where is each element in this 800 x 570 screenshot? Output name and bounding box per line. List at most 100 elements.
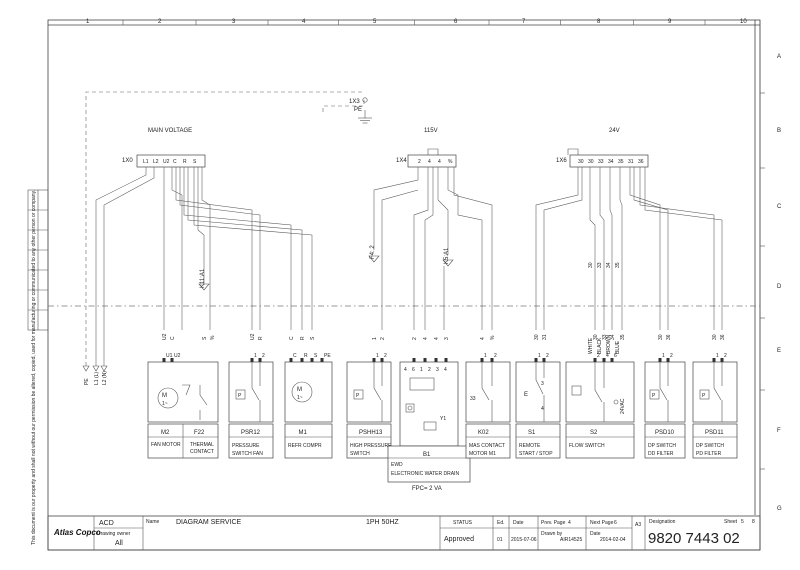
atlas-copco-logo — [53, 525, 89, 538]
wire-ref-k11a1: K11:A1 — [200, 268, 206, 288]
component-id-K02: K02 — [478, 430, 489, 436]
svg-text:E: E — [524, 392, 528, 398]
component-id-PSHH13: PSHH13 — [359, 430, 383, 436]
pin-label: 1 — [484, 353, 487, 359]
component-desc: MOTOR M1 — [469, 451, 496, 457]
component-id-PSD10: PSD10 — [655, 430, 675, 436]
component-desc: PRESSURE — [232, 443, 260, 449]
svg-text:Drawing owner: Drawing owner — [97, 531, 131, 537]
wire-label: U2 — [250, 333, 256, 340]
pin-label: PE — [324, 353, 331, 359]
wire-color: WHITE — [588, 337, 594, 354]
component-id-B1: B1 — [423, 452, 431, 458]
svg-text:Date: Date — [590, 531, 601, 537]
component-desc: CONTACT — [190, 449, 214, 455]
svg-text:STATUS: STATUS — [453, 520, 473, 526]
x6-pin: 30 — [578, 159, 584, 165]
row-label-B: B — [777, 128, 781, 134]
connector-x3: 1X3 — [349, 99, 360, 105]
svg-text:M: M — [162, 393, 167, 399]
wire-label: 31 — [542, 334, 548, 340]
svg-text:Ed.: Ed. — [497, 520, 505, 526]
svg-text:Drawn by: Drawn by — [541, 531, 563, 537]
row-label-G: G — [777, 506, 782, 512]
component-id-S2: S2 — [590, 430, 598, 436]
supply-1: L1 (L) — [94, 372, 100, 385]
wire-label: R — [258, 336, 264, 340]
wire-label: 2 — [380, 337, 386, 340]
designation-number: 9820 7443 02 — [648, 530, 740, 547]
svg-text:P: P — [702, 393, 706, 399]
pin-label: 3 — [436, 367, 439, 373]
x0-pin: S — [193, 159, 197, 165]
component-id-M1: M1 — [299, 430, 308, 436]
flow-ref: 34 — [606, 262, 612, 268]
component-id-F22: F22 — [194, 430, 205, 436]
flow-sensor-icon — [571, 385, 582, 396]
arrow-icon — [82, 365, 90, 372]
drawn-by: AIR14525 — [560, 537, 582, 543]
x6-pin: 34 — [608, 159, 614, 165]
svg-text:Designation: Designation — [649, 519, 676, 525]
115v-title: 115V — [424, 128, 438, 134]
x0-pin: L1 — [143, 159, 149, 165]
pin-label: S — [314, 353, 318, 359]
arrow-icon — [368, 255, 380, 263]
pin-label: 1 — [420, 367, 423, 373]
pin-label: 1 — [662, 353, 665, 359]
column-label-9: 9 — [668, 19, 672, 25]
pin-label: 6 — [412, 367, 415, 373]
x0-pin: U2 — [163, 159, 170, 165]
coil-icon — [409, 377, 435, 391]
connector-x4 — [407, 154, 457, 168]
svg-text:Sheet: Sheet — [724, 519, 738, 525]
component-desc: REMOTE — [519, 443, 541, 449]
wire-label: % — [210, 335, 216, 340]
wire-ref-k5a1: K5:A1 — [444, 247, 450, 264]
connector-x6-label: 1X6 — [556, 158, 567, 164]
row-label-D: D — [777, 284, 782, 290]
pin-label: 2 — [428, 367, 431, 373]
next-page: 6 — [614, 520, 617, 526]
svg-text:P: P — [238, 393, 242, 399]
wire-label: 4 — [423, 337, 429, 340]
row-label-F: F — [777, 428, 781, 434]
arrow-icon — [100, 365, 108, 372]
pin-label: 2 — [384, 353, 387, 359]
pressure-sensor-icon — [235, 389, 246, 400]
arrow-icon — [198, 283, 210, 291]
x4-pin: 4 — [438, 159, 441, 165]
pin-label: 2 — [597, 353, 600, 359]
pe-wire — [85, 91, 365, 366]
pin-label: 2 — [494, 353, 497, 359]
component-id-M2: M2 — [161, 430, 170, 436]
x6-pin: 36 — [638, 159, 644, 165]
pin-label: 2 — [724, 353, 727, 359]
svg-text:P: P — [356, 393, 360, 399]
flow-ref: 30 — [588, 262, 594, 268]
arrow-icon — [92, 365, 100, 372]
column-label-3: 3 — [232, 19, 236, 25]
wire-color: BLUE — [615, 340, 621, 354]
x0-pin: C — [173, 159, 177, 165]
row-label-E: E — [777, 348, 781, 354]
main-voltage-title: MAIN VOLTAGE — [148, 128, 192, 134]
wire-label: 30 — [658, 334, 664, 340]
svg-text:PE: PE — [354, 107, 362, 113]
b1-y1: Y1 — [440, 416, 446, 422]
component-desc: FAN MOTOR — [151, 442, 181, 448]
k02-inner: 33 — [470, 396, 476, 402]
row-label-A: A — [777, 54, 781, 60]
component-desc: SWITCH FAN — [232, 451, 263, 457]
wire-label: % — [490, 335, 496, 340]
pin-label: U2 — [174, 353, 181, 359]
wire-label: 30 — [712, 334, 718, 340]
x0-pin: L2 — [153, 159, 159, 165]
sensor-icon — [405, 403, 415, 413]
